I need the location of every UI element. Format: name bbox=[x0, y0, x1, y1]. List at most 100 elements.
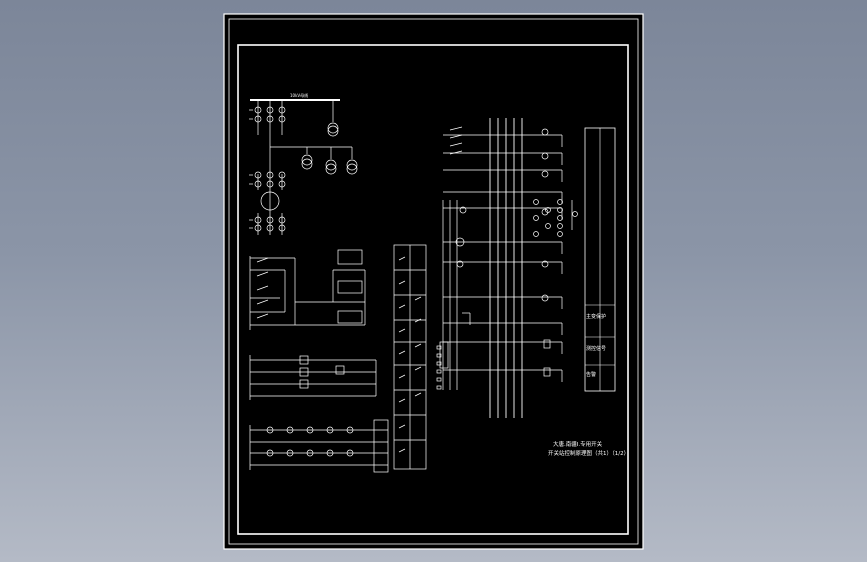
lamp-symbol bbox=[455, 237, 465, 247]
potential-transformer-symbol bbox=[325, 159, 337, 171]
contact-circle bbox=[545, 207, 551, 213]
current-transformer-symbol bbox=[254, 180, 262, 188]
lamp-symbol bbox=[459, 206, 467, 214]
table-glyph bbox=[398, 328, 406, 333]
left-control-circuits bbox=[249, 249, 389, 473]
table-glyph bbox=[398, 280, 406, 285]
current-transformer-symbol bbox=[266, 106, 274, 114]
contact-symbol bbox=[256, 271, 269, 277]
table-glyph bbox=[414, 343, 422, 348]
potential-transformer-symbol bbox=[327, 122, 339, 134]
lamp-symbol bbox=[326, 426, 334, 434]
current-transformer-symbol bbox=[278, 224, 286, 232]
lamp-symbol bbox=[541, 128, 549, 136]
single-line-diagram: 10kV母线 bbox=[250, 92, 340, 101]
contact-symbol bbox=[256, 299, 269, 305]
relay-coil bbox=[439, 341, 449, 369]
contact-circle bbox=[557, 207, 563, 213]
table-glyph bbox=[414, 318, 422, 323]
busbar-label: 10kV母线 bbox=[290, 92, 308, 98]
contact-symbol bbox=[256, 313, 269, 319]
potential-transformer-symbol bbox=[327, 125, 339, 137]
contact-circle bbox=[557, 199, 563, 205]
relay-coil bbox=[299, 379, 309, 389]
sheet-outer-border bbox=[228, 18, 639, 545]
contact-circle bbox=[572, 211, 578, 217]
contact-symbol bbox=[449, 150, 463, 155]
lamp-symbol bbox=[541, 294, 549, 302]
contact-symbol bbox=[256, 257, 269, 263]
current-transformer-symbol bbox=[254, 216, 262, 224]
table-glyph bbox=[414, 296, 422, 301]
contact-circle bbox=[557, 215, 563, 221]
potential-transformer-symbol bbox=[346, 163, 358, 175]
table-glyph bbox=[398, 448, 406, 453]
current-transformer-symbol bbox=[278, 180, 286, 188]
contact-symbol bbox=[449, 134, 463, 139]
lamp-symbol bbox=[541, 152, 549, 160]
current-transformer-symbol bbox=[266, 216, 274, 224]
terminal-mark bbox=[436, 345, 442, 350]
table-glyph bbox=[398, 374, 406, 379]
relay-coil bbox=[543, 339, 551, 349]
table-row-2-text: 测控信号 bbox=[586, 345, 606, 352]
table-row-3-text: 告警 bbox=[586, 371, 596, 378]
lamp-symbol bbox=[541, 260, 549, 268]
contact-circle bbox=[557, 231, 563, 237]
terminal-mark bbox=[436, 377, 442, 382]
lamp-symbol bbox=[346, 426, 354, 434]
terminal-mark bbox=[436, 369, 442, 374]
current-transformer-symbol bbox=[278, 216, 286, 224]
transformer-symbol bbox=[260, 191, 280, 211]
potential-transformer-symbol bbox=[346, 159, 358, 171]
current-transformer-symbol bbox=[266, 224, 274, 232]
terminal-table bbox=[393, 244, 442, 470]
current-transformer-symbol bbox=[266, 115, 274, 123]
lamp-symbol bbox=[286, 449, 294, 457]
current-transformer-symbol bbox=[278, 171, 286, 179]
table-glyph bbox=[414, 392, 422, 397]
potential-transformer-symbol bbox=[301, 154, 313, 166]
lamp-symbol bbox=[541, 208, 549, 216]
lamp-symbol bbox=[456, 260, 464, 268]
table-glyph bbox=[398, 256, 406, 261]
lamp-symbol bbox=[306, 426, 314, 434]
description-table: 主变保护 测控信号 告警 bbox=[584, 127, 616, 392]
potential-transformer-symbol bbox=[325, 163, 337, 175]
current-transformer-symbol bbox=[266, 180, 274, 188]
terminal-mark bbox=[436, 385, 442, 390]
relay-box bbox=[337, 310, 363, 324]
terminal-mark bbox=[436, 353, 442, 358]
drawing-sheet bbox=[223, 13, 644, 550]
lamp-symbol bbox=[326, 449, 334, 457]
current-transformer-symbol bbox=[254, 106, 262, 114]
terminal-strip bbox=[373, 419, 389, 473]
table-glyph bbox=[414, 366, 422, 371]
contact-circle bbox=[533, 199, 539, 205]
lamp-symbol bbox=[266, 449, 274, 457]
relay-box bbox=[337, 280, 363, 294]
lamp-symbol bbox=[286, 426, 294, 434]
contact-circle bbox=[533, 215, 539, 221]
contact-symbol bbox=[449, 126, 463, 131]
title-block-line-1: 大唐.南疆I.专用开关 bbox=[553, 440, 603, 448]
single-line-elements bbox=[249, 100, 358, 235]
lamp-symbol bbox=[306, 449, 314, 457]
title-block-line-2: 开关站控制原理图（共1）（1/2） bbox=[548, 449, 629, 457]
sheet-inner-border bbox=[237, 44, 629, 535]
current-transformer-symbol bbox=[278, 106, 286, 114]
table-glyph bbox=[398, 350, 406, 355]
contact-circle bbox=[533, 231, 539, 237]
relay-coil bbox=[299, 367, 309, 377]
contact-symbol bbox=[449, 142, 463, 147]
contact-circle bbox=[557, 223, 563, 229]
table-glyph bbox=[398, 398, 406, 403]
current-transformer-symbol bbox=[278, 115, 286, 123]
current-transformer-symbol bbox=[254, 224, 262, 232]
relay-box bbox=[337, 249, 363, 265]
lamp-symbol bbox=[541, 170, 549, 178]
table-glyph bbox=[398, 424, 406, 429]
contact-symbol bbox=[256, 285, 269, 291]
